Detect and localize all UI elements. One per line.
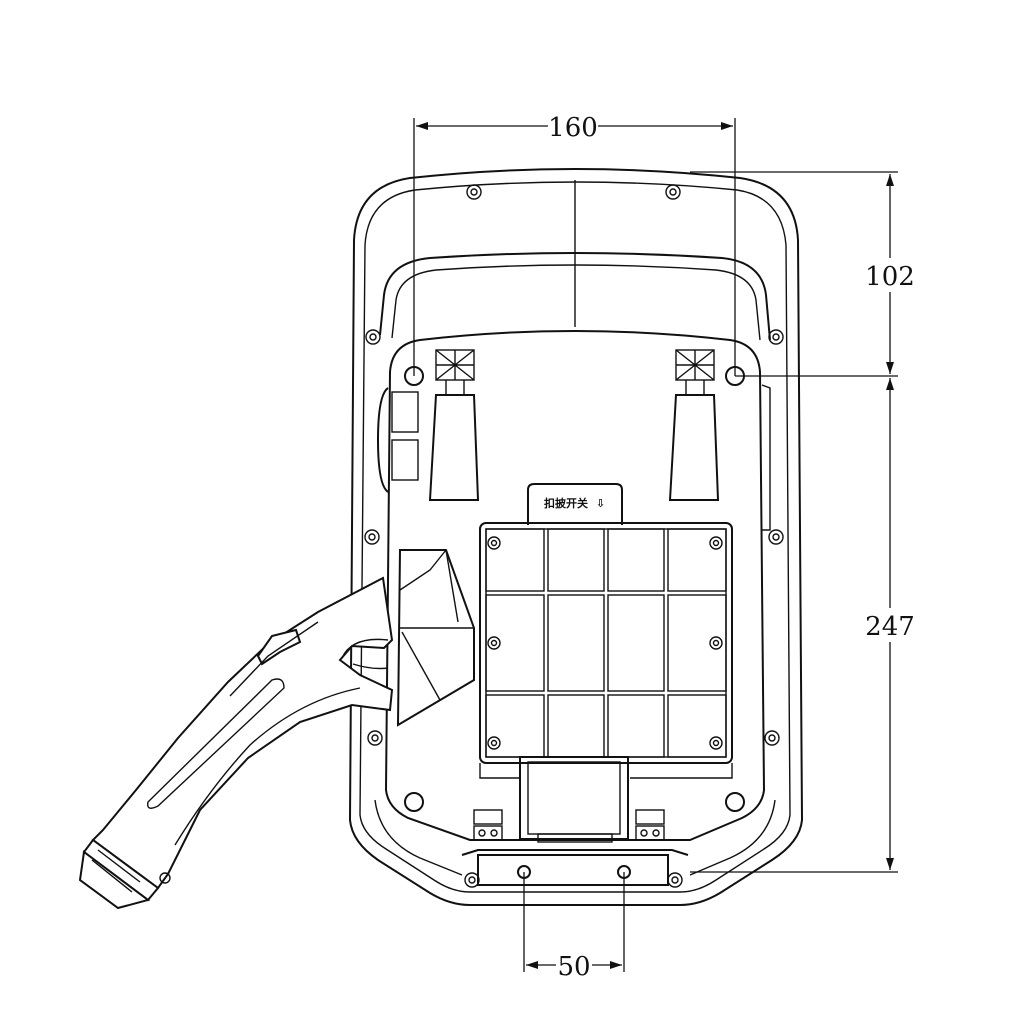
charging-gun-body <box>91 576 394 890</box>
dimension-102: 102 <box>690 171 915 377</box>
gun-upper-contour <box>229 621 319 697</box>
gun-holster <box>396 549 475 727</box>
mounting-holes <box>404 366 745 812</box>
dimension-label-247: 247 <box>865 612 915 642</box>
bottom-inner-curve <box>374 799 463 876</box>
charger-housing: 扣披开关 ⇩ <box>348 168 804 906</box>
trigger-line <box>352 663 389 670</box>
nozzle-head <box>78 850 151 910</box>
holster-body <box>396 549 475 727</box>
left-block-lower <box>391 439 419 481</box>
cable-port-lip <box>537 833 613 843</box>
screw <box>665 184 681 200</box>
screw <box>764 730 780 746</box>
wall-hook-left <box>428 349 480 501</box>
left-block-upper <box>391 391 419 433</box>
charging-gun <box>78 549 475 910</box>
back-label-text: 扣披开关 <box>544 496 588 510</box>
holster-edge-right <box>445 549 459 623</box>
screw <box>466 184 482 200</box>
bracket-bar <box>477 854 669 886</box>
dimension-label-160: 160 <box>548 113 598 143</box>
back-plate-outline <box>384 330 766 841</box>
grid-panel-screws <box>487 536 723 750</box>
screw <box>364 529 380 545</box>
bottom-mount-bracket <box>461 849 689 886</box>
holster-diagonal <box>401 631 441 701</box>
bottom-connector-right <box>635 809 665 841</box>
cable-port-outer <box>519 756 629 840</box>
grid-panel-inner <box>485 528 727 758</box>
screw <box>367 730 383 746</box>
nozzle-screw <box>159 872 171 884</box>
rear-grid-panel <box>479 522 733 779</box>
outer-shell-outline <box>348 168 804 906</box>
dimension-247: 247 <box>690 378 915 873</box>
screw <box>768 529 784 545</box>
bottom-inner-curve-right <box>689 799 776 876</box>
screw <box>365 329 381 345</box>
dimension-160: 160 <box>413 113 736 376</box>
cable-port <box>519 756 629 843</box>
dimension-label-50: 50 <box>557 952 590 982</box>
down-arrow-icon: ⇩ <box>596 497 605 510</box>
holster-edge-top <box>399 549 447 591</box>
grid-cells <box>485 528 727 758</box>
charging-nozzle <box>78 838 171 910</box>
screw <box>768 329 784 345</box>
right-side-rail <box>761 384 771 531</box>
mounting-hole <box>725 792 745 812</box>
screw <box>667 872 683 888</box>
nozzle-ridges <box>91 849 141 893</box>
upper-step-inner <box>391 264 761 341</box>
housing-screws <box>364 184 784 888</box>
left-side-seal <box>376 387 389 493</box>
cable-port-inner <box>527 761 621 835</box>
dimension-50: 50 <box>523 872 625 982</box>
inner-shell-outline <box>359 181 791 893</box>
mounting-hole <box>404 792 424 812</box>
bottom-connector-left <box>473 809 503 841</box>
dimension-label-102: 102 <box>865 262 915 292</box>
grid-panel-base <box>479 763 733 779</box>
gun-lower-contour <box>174 687 361 846</box>
back-label-tab: 扣披开关 ⇩ <box>527 483 623 525</box>
screw <box>464 872 480 888</box>
grid-panel-outer <box>479 522 733 764</box>
grip-slot <box>147 678 285 809</box>
wall-hook-right <box>668 349 720 501</box>
trigger-guard <box>341 638 389 659</box>
